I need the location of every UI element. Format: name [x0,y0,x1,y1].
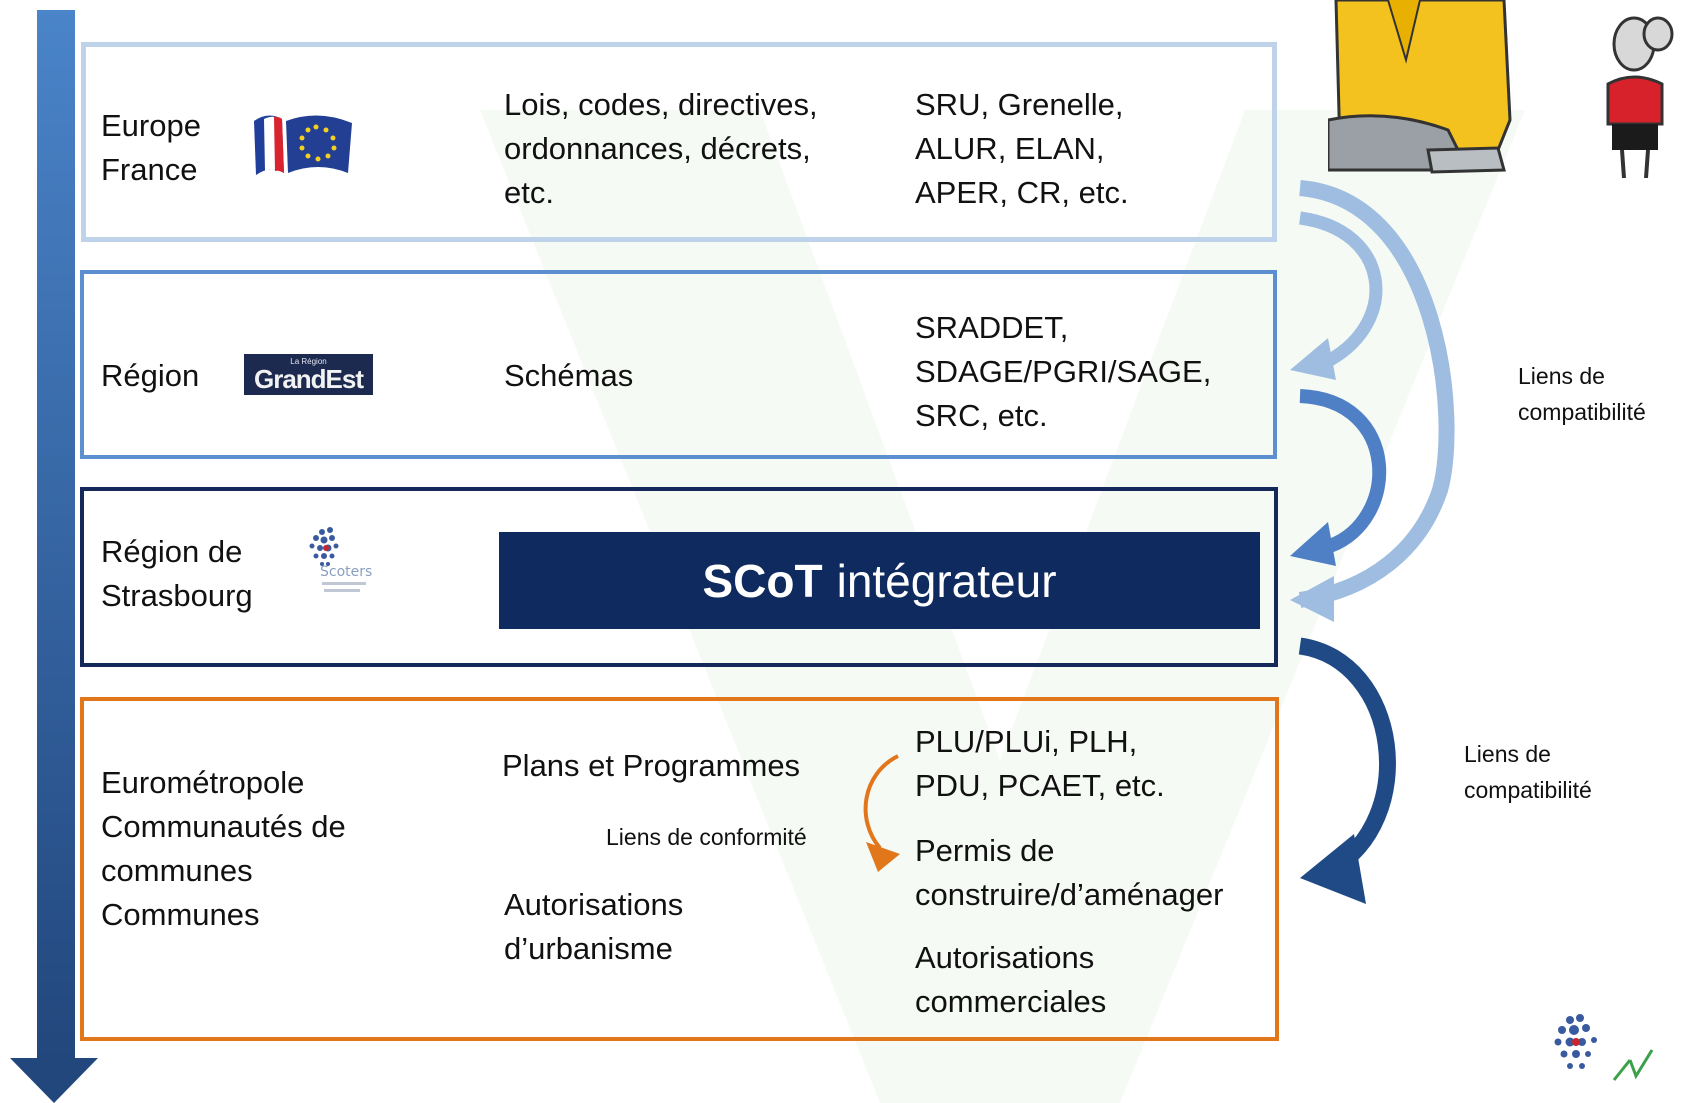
tier-europe-france [81,42,1277,242]
scot-integrateur-banner: SCoT intégrateur [499,532,1260,629]
tier-level-label: Eurométropole Communautés de communes Co… [101,765,346,932]
tier-types: Lois, codes, directives, ordonnances, dé… [504,87,818,210]
conformity-arrow-icon [863,754,900,872]
tier-strasbourg [80,487,1278,667]
cartoon-characters-icon [1328,0,1674,178]
grand-est-logo-top: La Région [290,357,327,366]
tier-examples: SRADDET, SDAGE/PGRI/SAGE, SRC, etc. [915,310,1212,433]
hierarchy-down-arrow-icon [10,10,98,1103]
tier-level-label: Région de Strasbourg [101,534,253,613]
tier-level-label: Europe France [101,108,201,187]
grand-est-logo-text: GrandEst [253,364,364,394]
compatibility-arrows [1290,180,1455,904]
tier-types: Schémas [504,358,634,393]
conformity-label: Liens de conformité [606,824,807,850]
compatibility-label-bottom: Liens de compatibilité [1464,741,1592,803]
tier-types-plans: Plans et Programmes [502,748,801,783]
france-europe-flags-icon [254,115,352,175]
tier-examples: SRU, Grenelle, ALUR, ELAN, APER, CR, etc… [915,87,1129,210]
tier-examples-plans: PLU/PLUi, PLH, PDU, PCAET, etc. [915,724,1165,803]
scoters-logo-text: Scoters [320,564,372,580]
compatibility-label-top: Liens de compatibilité [1518,363,1646,425]
tier-region [80,270,1277,459]
tier-communes [80,697,1279,1041]
tier-examples-permis: Permis de construire/d’aménager [915,833,1224,912]
grand-est-logo: La Région GrandEst [244,354,373,395]
scoters-logo: Scoters [309,527,372,592]
corner-logo-icon [1554,1014,1654,1081]
scot-banner-bold: SCoT [702,554,823,607]
tier-types-autorisations: Autorisations d’urbanisme [504,887,684,966]
scot-banner-rest: intégrateur [836,554,1057,607]
tier-examples-commerciales: Autorisations commerciales [915,940,1107,1019]
tier-level-label: Région [101,358,200,393]
